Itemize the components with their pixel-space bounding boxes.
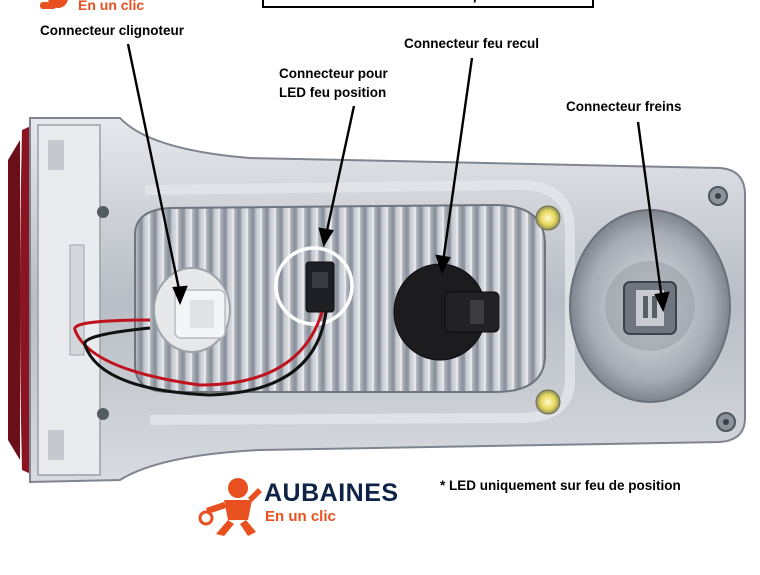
footnote: * LED uniquement sur feu de position bbox=[440, 478, 681, 493]
label-recul: Connecteur feu recul bbox=[404, 36, 540, 51]
brand-name: AUBAINES bbox=[264, 479, 399, 507]
running-mascot-icon bbox=[198, 478, 262, 536]
mounting-bracket bbox=[37, 124, 101, 476]
led-top bbox=[535, 205, 561, 231]
label-led-line1: Connecteur pour bbox=[279, 66, 388, 81]
label-clignoteur: Connecteur clignoteur bbox=[40, 23, 185, 38]
highlight-circle bbox=[274, 246, 354, 326]
brand-tagline: En un clic bbox=[265, 508, 336, 525]
page-title: Feu arrière ADRIA avec feu position LED bbox=[262, 0, 594, 8]
label-led-line2: LED feu position bbox=[279, 85, 387, 100]
running-mascot-icon bbox=[40, 0, 68, 9]
black-wire bbox=[83, 311, 328, 397]
label-freins: Connecteur freins bbox=[566, 99, 682, 114]
pointer-arrows bbox=[126, 43, 670, 313]
led-bottom bbox=[535, 389, 561, 415]
red-wire bbox=[73, 311, 324, 387]
brand-tagline-top: En un clic bbox=[78, 0, 145, 13]
